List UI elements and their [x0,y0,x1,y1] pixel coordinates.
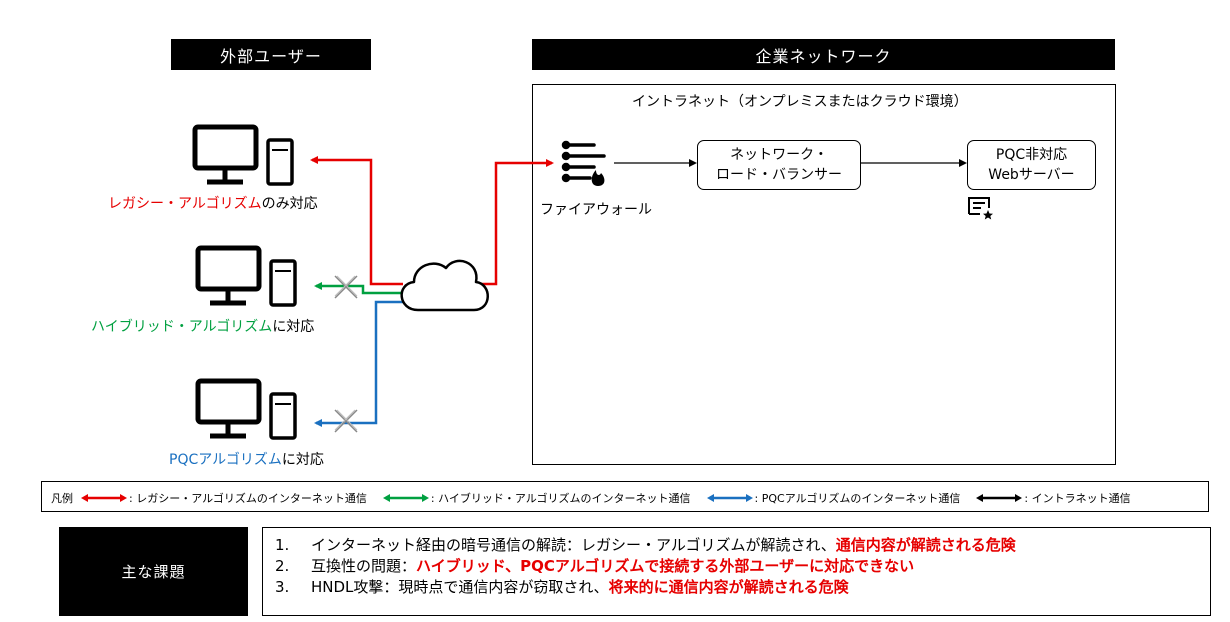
corporate-network-header: 企業ネットワーク [532,39,1115,70]
pqc-client-computer-icon [195,378,297,440]
issue-text: インターネット経由の暗号通信の解読：レガシー・アルゴリズムが解読され、 [311,536,836,554]
issue-number: 2. [275,557,290,575]
pqc-client-label-suffix: に対応 [281,452,324,468]
load-balancer-box: ネットワーク・ ロード・バランサー [697,140,861,190]
legend-intranet-label: : イントラネット通信 [1024,492,1131,505]
pqc-blocked-x-icon [334,409,358,433]
legend-hybrid-arrow-icon [382,494,429,502]
internet-cloud-icon [400,259,489,312]
legacy-client-label-suffix: のみ対応 [261,196,318,212]
issues-box: 1. インターネット経由の暗号通信の解読：レガシー・アルゴリズムが解読され、通信内… [262,527,1211,616]
hybrid-client-label: ハイブリッド・アルゴリズムに対応 [91,316,314,336]
legacy-connection-line [310,156,403,286]
legend-legacy-arrow-icon [81,494,127,502]
issue-number: 3. [275,578,290,596]
pqc-client-label-colored: PQCアルゴリズム [169,452,282,468]
issue-item-2: 2. 互換性の問題：ハイブリッド、PQCアルゴリズムで接続する外部ユーザーに対応で… [275,556,1210,577]
legacy-client-computer-icon [192,124,294,186]
legend-legacy-label: : レガシー・アルゴリズムのインターネット通信 [129,492,367,505]
issue-item-1: 1. インターネット経由の暗号通信の解読：レガシー・アルゴリズムが解読され、通信内… [275,535,1210,556]
legend-box [41,481,1209,512]
legacy-client-label-colored: レガシー・アルゴリズム [108,196,262,212]
main-issues-title: 主な課題 [121,563,186,581]
legend-intranet-arrow-icon [976,494,1023,502]
firewall-icon [561,140,606,186]
corporate-network-header-label: 企業ネットワーク [755,46,892,66]
legend-title: 凡例 [51,492,73,505]
legacy-to-firewall-line [468,159,554,286]
issue-item-3: 3. HNDL攻撃：現時点で通信内容が窃取され、将来的に通信内容が解読される危険 [275,577,1210,598]
pqc-connection-line [314,300,410,427]
legend-pqc-arrow-icon [706,494,753,502]
intranet-title: イントラネット（オンプレミスまたはクラウド環境） [632,94,968,110]
issue-highlight: ハイブリッド、PQCアルゴリズムで接続する外部ユーザーに対応できない [416,557,915,575]
web-server-label-line2: Webサーバー [988,167,1075,183]
external-users-header: 外部ユーザー [171,39,371,70]
hybrid-client-computer-icon [195,245,297,307]
hybrid-connection-line [314,282,403,295]
legend-hybrid-label: : ハイブリッド・アルゴリズムのインターネット通信 [430,492,691,505]
legacy-client-label: レガシー・アルゴリズムのみ対応 [108,193,318,213]
issue-text: HNDL攻撃：現時点で通信内容が窃取され、 [311,578,609,596]
issue-highlight: 将来的に通信内容が解読される危険 [608,578,849,596]
hybrid-blocked-x-icon [334,275,358,299]
external-users-header-label: 外部ユーザー [220,46,322,66]
issue-number: 1. [275,536,290,554]
legend-pqc-label: : PQCアルゴリズムのインターネット通信 [754,492,961,505]
web-server-box: PQC非対応 Webサーバー [967,140,1096,190]
certificate-icon [968,197,993,220]
issue-text: 互換性の問題： [311,557,417,575]
web-server-label-line1: PQC非対応 [995,147,1068,163]
issue-highlight: 通信内容が解読される危険 [835,536,1016,554]
load-balancer-label-line1: ネットワーク・ [730,147,828,163]
pqc-client-label: PQCアルゴリズムに対応 [169,449,324,469]
firewall-label: ファイアウォール [540,202,652,218]
load-balancer-label-line2: ロード・バランサー [716,167,842,183]
legend: 凡例 : レガシー・アルゴリズムのインターネット通信 : ハイブリッド・アルゴリ… [51,490,1131,506]
hybrid-client-label-suffix: に対応 [272,319,315,335]
hybrid-client-label-colored: ハイブリッド・アルゴリズム [91,319,273,335]
main-issues-header: 主な課題 [59,527,248,616]
